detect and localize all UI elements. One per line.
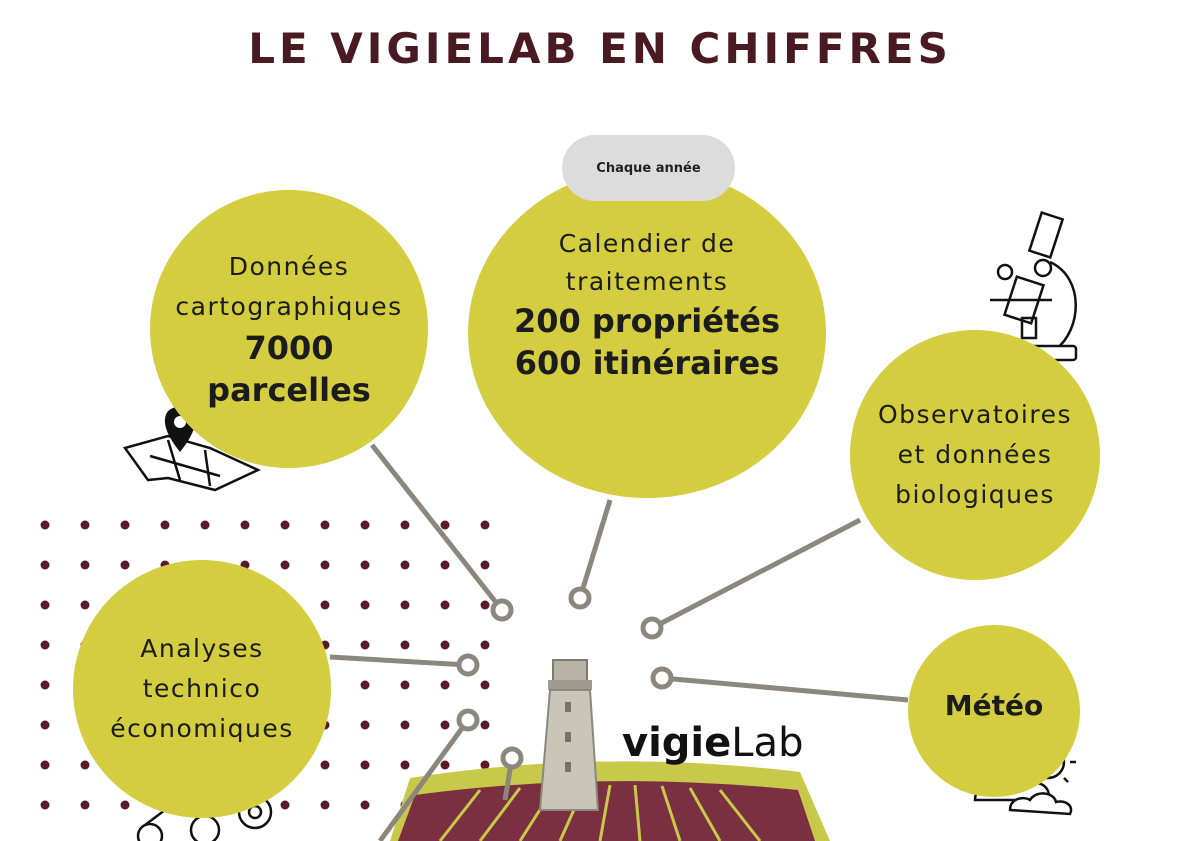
dot [360, 800, 370, 810]
dot [40, 640, 50, 650]
calendar-value-line1: 200 propriétés [513, 302, 780, 340]
dot [40, 680, 50, 690]
dot [40, 600, 50, 610]
bubble-weather: Météo [908, 625, 1080, 797]
dot [40, 800, 50, 810]
observatories-line3: biologiques [895, 480, 1055, 509]
dot [200, 520, 210, 530]
dot [120, 800, 130, 810]
dot [480, 720, 490, 730]
dot [400, 760, 410, 770]
dot [480, 680, 490, 690]
bubble-analyses: Analyses technico économiques [73, 560, 331, 818]
analyses-line3: économiques [110, 714, 294, 743]
calendar-label-line2: traitements [565, 267, 729, 296]
dot [80, 760, 90, 770]
dot [480, 600, 490, 610]
dot [480, 520, 490, 530]
vineyard-hill [390, 761, 830, 841]
dot [440, 520, 450, 530]
dot [360, 680, 370, 690]
dot [280, 560, 290, 570]
dot [320, 800, 330, 810]
dot [360, 760, 370, 770]
dot [480, 760, 490, 770]
page-title: LE VIGIELAB EN CHIFFRES [248, 24, 952, 73]
dot [280, 520, 290, 530]
analyses-line2: technico [142, 674, 262, 703]
dot [320, 760, 330, 770]
dot [440, 720, 450, 730]
cartography-label-line2: cartographiques [175, 292, 403, 321]
dot [360, 600, 370, 610]
brand-regular: Lab [731, 720, 804, 766]
dot [280, 800, 290, 810]
cartography-label-line1: Données [228, 252, 350, 281]
cartography-value-line2: parcelles [207, 371, 371, 409]
dot [400, 520, 410, 530]
dot [40, 560, 50, 570]
dot [440, 600, 450, 610]
bubble-observatories: Observatoires et données biologiques [850, 330, 1100, 580]
vigielab-logo: vigieLab [622, 720, 803, 766]
dot [320, 520, 330, 530]
cartography-value-line1: 7000 [244, 329, 334, 367]
dot [80, 520, 90, 530]
dot [480, 560, 490, 570]
dot [80, 800, 90, 810]
observatories-line1: Observatoires [877, 400, 1073, 429]
dot [120, 520, 130, 530]
dot [80, 560, 90, 570]
dot [440, 760, 450, 770]
dot [360, 720, 370, 730]
dot [320, 560, 330, 570]
dot [400, 680, 410, 690]
dot [360, 640, 370, 650]
tower-icon [538, 659, 600, 811]
dot [40, 520, 50, 530]
bubble-cartography: Données cartographiques 7000 parcelles [150, 190, 428, 468]
dot [40, 720, 50, 730]
dot [360, 560, 370, 570]
dot [400, 560, 410, 570]
dot [360, 520, 370, 530]
brand-bold: vigie [622, 720, 732, 766]
bubble-calendar: Calendier de traitements 200 propriétés … [468, 168, 826, 498]
dot [400, 640, 410, 650]
analyses-line1: Analyses [140, 634, 264, 663]
dot [440, 680, 450, 690]
weather-label: Météo [944, 689, 1044, 722]
dot [480, 640, 490, 650]
dot [320, 600, 330, 610]
frequency-pill: Chaque année [562, 135, 735, 201]
observatories-line2: et données [897, 440, 1053, 469]
dot [440, 640, 450, 650]
dot [400, 720, 410, 730]
calendar-value-line2: 600 itinéraires [514, 344, 780, 382]
connectors [329, 443, 909, 841]
dot [120, 560, 130, 570]
dot [160, 520, 170, 530]
dot [440, 560, 450, 570]
dot [80, 600, 90, 610]
dot [240, 520, 250, 530]
calendar-label-line1: Calendier de [558, 229, 736, 258]
dot [40, 760, 50, 770]
dot [400, 600, 410, 610]
